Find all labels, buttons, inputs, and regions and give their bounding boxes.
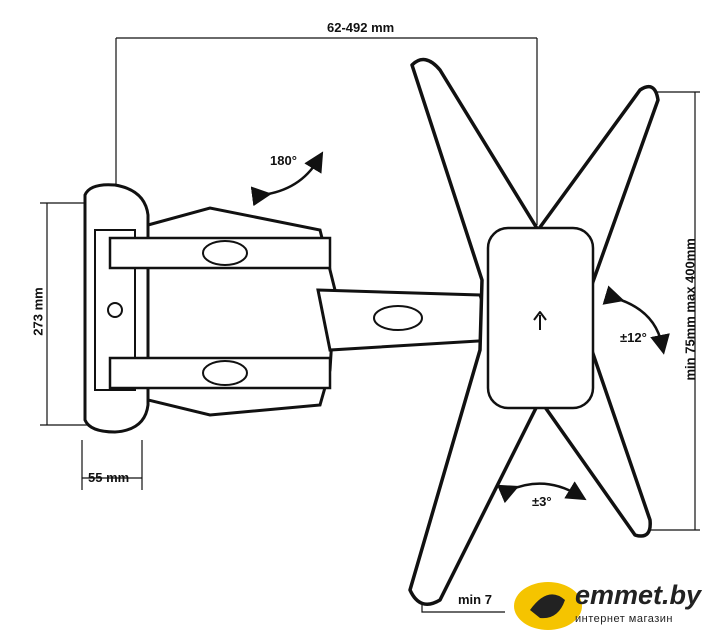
- emmet-logo: emmet.by интернет магазин: [515, 580, 715, 636]
- min-depth-label: min 7: [458, 592, 492, 607]
- rotation-arrows: [250, 151, 670, 504]
- wall-plate-depth-label: 55 mm: [88, 470, 130, 485]
- vesa-range-label: min 75mm max 400mm: [682, 238, 698, 381]
- wall-plate: [83, 183, 150, 434]
- logo-tagline: интернет магазин: [575, 613, 673, 625]
- swivel-label: 180°: [270, 153, 297, 168]
- tilt-label: ±12°: [620, 330, 647, 345]
- swivel-arms: [108, 206, 498, 417]
- width-extension-label: 62-492 mm: [327, 20, 395, 35]
- dimension-lines: [40, 37, 700, 613]
- logo-brand: emmet.by: [575, 580, 702, 610]
- wall-plate-height-label: 273 mm: [30, 287, 46, 336]
- vesa-plate: [408, 57, 660, 606]
- bee-icon: [530, 594, 565, 619]
- level-label: ±3°: [532, 494, 552, 509]
